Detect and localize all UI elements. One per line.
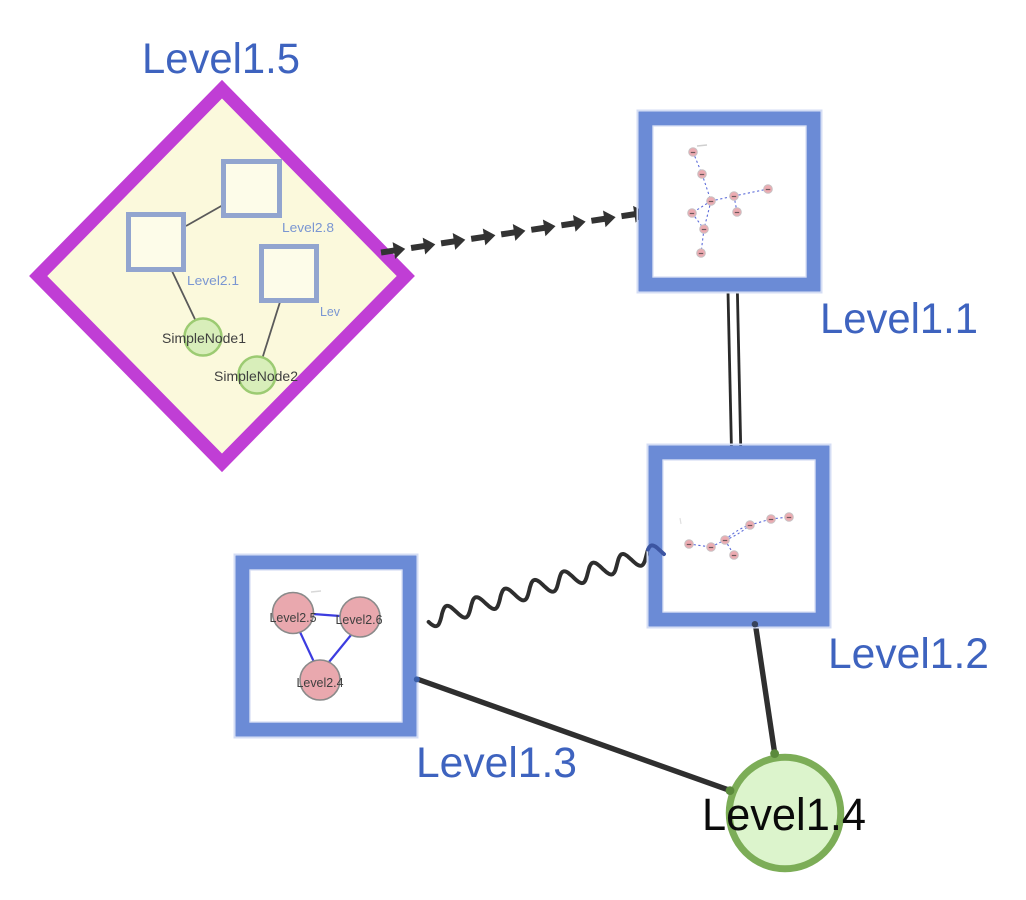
- svg-text:Level2.8: Level2.8: [282, 220, 334, 235]
- svg-text:SimpleNode1: SimpleNode1: [162, 330, 246, 346]
- svg-text:Level2.5: Level2.5: [270, 610, 317, 625]
- svg-text:Level1.3: Level1.3: [416, 739, 577, 787]
- svg-text:SimpleNode2: SimpleNode2: [214, 368, 298, 384]
- svg-text:Lev: Lev: [320, 304, 340, 319]
- svg-text:Level2.1: Level2.1: [187, 273, 239, 288]
- svg-text:Level1.4: Level1.4: [702, 789, 866, 840]
- svg-text:Level2.4: Level2.4: [297, 675, 344, 690]
- svg-text:Level1.1: Level1.1: [820, 295, 978, 343]
- svg-text:Level1.5: Level1.5: [142, 35, 300, 83]
- svg-text:Level1.2: Level1.2: [828, 630, 989, 678]
- svg-text:Level2.6: Level2.6: [336, 612, 383, 627]
